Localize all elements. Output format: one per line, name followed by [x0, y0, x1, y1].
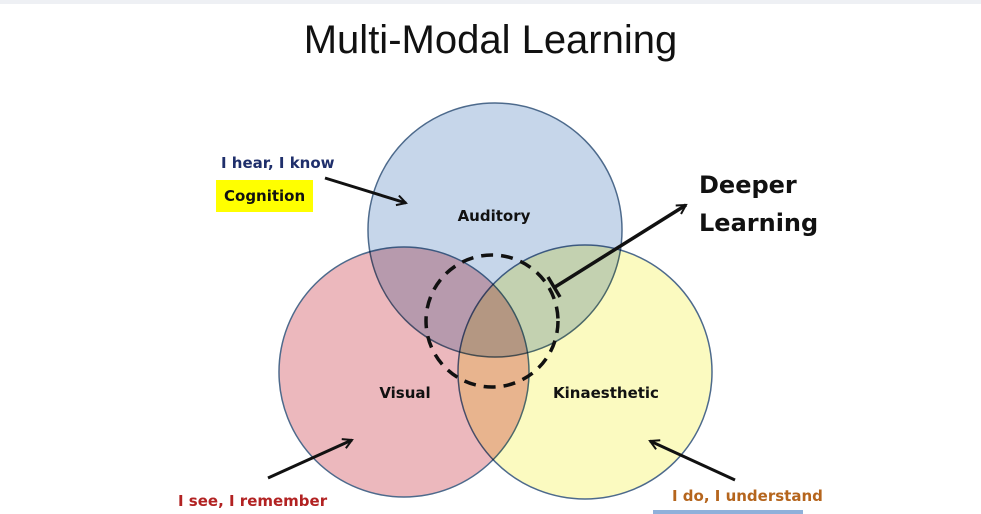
deeper-text: Deeper	[699, 171, 797, 199]
do-arrow	[650, 441, 736, 482]
see-arrow	[267, 440, 352, 480]
auditory-label: Auditory	[458, 207, 531, 225]
kinaesthetic-circle	[457, 244, 713, 500]
visual-label: Visual	[379, 384, 430, 402]
kinaesthetic-label: Kinaesthetic	[553, 384, 659, 402]
hear-text: I hear, I know	[221, 154, 335, 172]
slide-title: Multi-Modal Learning	[303, 18, 678, 62]
learning-text: Learning	[699, 209, 818, 237]
deeper-learning-arrow	[554, 203, 686, 289]
bottom-blue-bar	[653, 510, 803, 514]
see-text: I see, I remember	[178, 492, 328, 510]
cognition-highlight	[216, 180, 313, 212]
deeper-arrow-tail	[546, 276, 562, 298]
deeper-learning-dashed-circle	[424, 253, 560, 389]
hear-arrow	[324, 176, 406, 203]
top-bar	[0, 0, 981, 4]
do-text: I do, I understand	[672, 487, 823, 505]
cognition-text: Cognition	[224, 187, 305, 205]
